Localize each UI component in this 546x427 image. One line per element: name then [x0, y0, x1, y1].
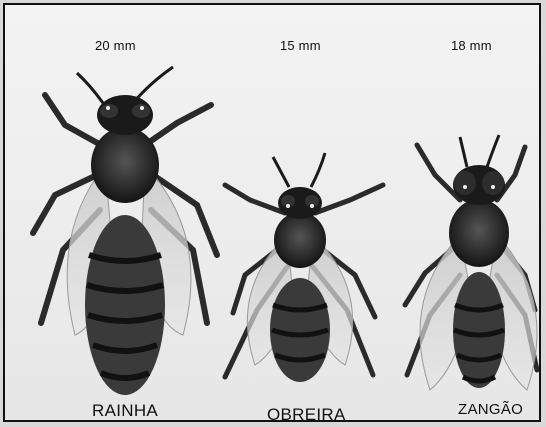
drone-bee	[405, 135, 537, 390]
worker-label: OBREIRA	[267, 405, 346, 422]
photo-frame: 20 mm 15 mm 18 mm	[3, 3, 541, 422]
worker-bee	[225, 153, 383, 382]
queen-bee	[33, 67, 217, 395]
drone-label: ZANGÃO	[458, 401, 523, 418]
queen-label: RAINHA	[92, 401, 158, 421]
bees-illustration	[5, 5, 541, 422]
